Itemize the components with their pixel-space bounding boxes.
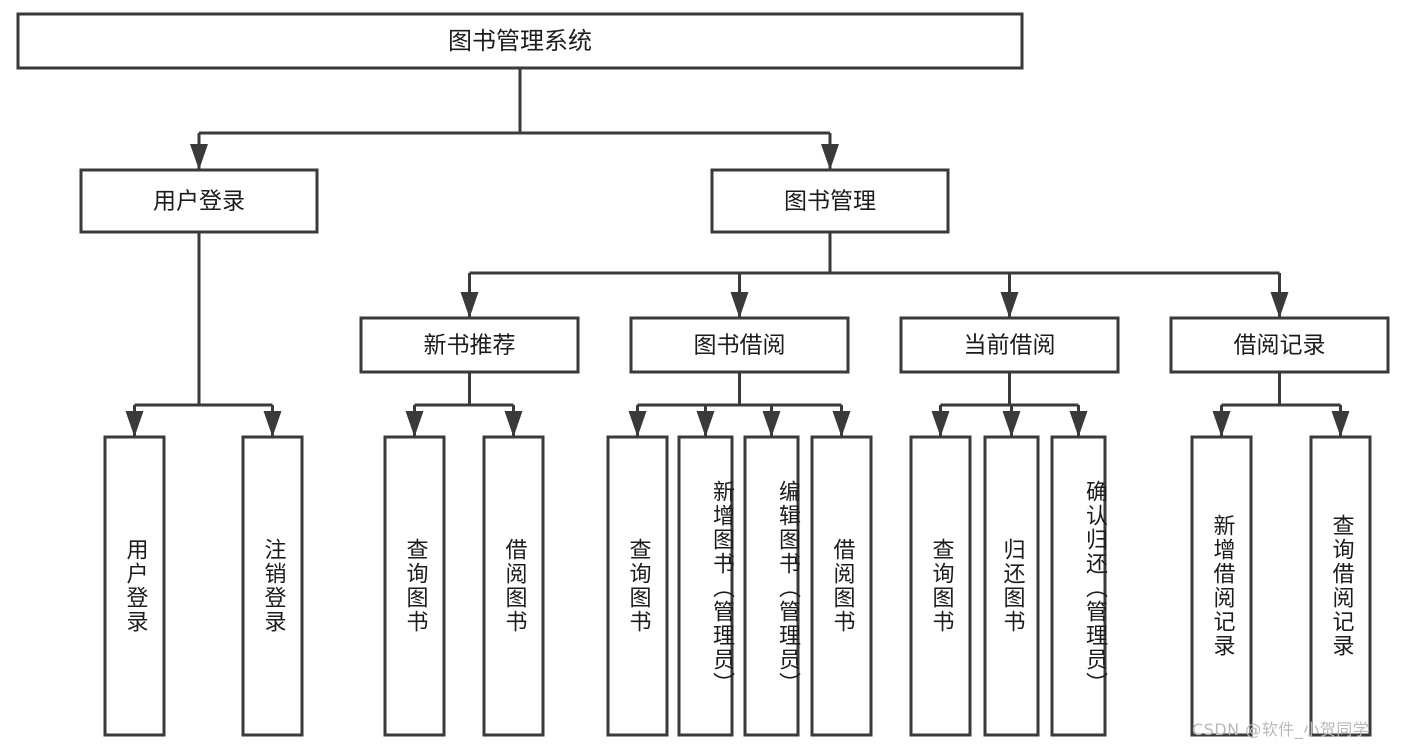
node-box-leaf-user-logout[interactable] [241, 435, 304, 737]
node-box-leaf-borrow-book-1[interactable] [482, 435, 545, 737]
node-box-leaf-query-record[interactable] [1309, 435, 1372, 737]
node-box-leaf-edit-book[interactable] [743, 435, 800, 737]
node-box-current-borrow[interactable] [899, 316, 1120, 374]
arrow-head-icon-leaf-user-logout [263, 411, 282, 437]
node-box-leaf-query-book-1[interactable] [383, 435, 446, 737]
node-box-book-borrow[interactable] [629, 316, 850, 374]
arrow-head-icon-leaf-user-login [125, 411, 144, 437]
node-box-leaf-query-book-2[interactable] [606, 435, 669, 737]
arrow-head-icon-leaf-edit-book [762, 411, 781, 437]
csdn-watermark: CSDN @软件_小贺同学 [1192, 720, 1370, 739]
node-label-borrow-record: 借阅记录 [1234, 333, 1326, 359]
arrow-head-icon-level3-2 [1000, 292, 1019, 318]
node-label-user-login: 用户登录 [153, 189, 245, 215]
node-box-book-manage[interactable] [710, 168, 950, 234]
arrow-head-icon-leaf-add-record [1212, 411, 1231, 437]
arrow-head-icon-leaf-query-book-2 [628, 411, 647, 437]
node-box-leaf-borrow-book-2[interactable] [810, 435, 873, 737]
arrow-head-icon-leaf-borrow-book-2 [832, 411, 851, 437]
arrow-head-icon-leaf-borrow-book-1 [504, 411, 523, 437]
node-label-root: 图书管理系统 [448, 27, 592, 55]
arrow-head-icon-leaf-confirm-return [1069, 411, 1088, 437]
node-box-leaf-add-record[interactable] [1190, 435, 1253, 737]
node-label-book-manage: 图书管理 [784, 189, 876, 215]
node-box-borrow-record[interactable] [1169, 316, 1390, 374]
arrow-head-icon-level3-3 [1270, 292, 1289, 318]
arrow-head-icon-leaf-query-book-1 [405, 411, 424, 437]
node-boxes-layer [16, 12, 1390, 737]
node-box-leaf-return-book[interactable] [983, 435, 1040, 737]
arrow-head-icon-level2-0 [190, 144, 208, 170]
node-box-user-login[interactable] [79, 168, 319, 234]
node-box-leaf-user-login[interactable] [103, 435, 166, 737]
arrow-head-icon-leaf-query-record [1331, 411, 1350, 437]
node-label-current-borrow: 当前借阅 [964, 333, 1056, 359]
arrow-head-icon-level3-0 [460, 292, 479, 318]
node-box-new-book-rec[interactable] [359, 316, 580, 374]
arrow-head-icon-level2-1 [821, 144, 839, 170]
arrow-head-icon-leaf-query-book-3 [931, 411, 950, 437]
node-box-leaf-add-book[interactable] [677, 435, 734, 737]
node-box-leaf-query-book-3[interactable] [909, 435, 972, 737]
arrow-head-icon-leaf-return-book [1002, 411, 1021, 437]
arrow-head-icon-level3-1 [730, 292, 749, 318]
node-label-new-book-rec: 新书推荐 [424, 333, 516, 359]
arrow-head-icon-leaf-add-book [696, 411, 715, 437]
node-box-leaf-confirm-return[interactable] [1050, 435, 1107, 737]
connectors-layer [125, 68, 1350, 437]
node-box-root[interactable] [16, 12, 1024, 70]
node-label-book-borrow: 图书借阅 [694, 333, 786, 359]
